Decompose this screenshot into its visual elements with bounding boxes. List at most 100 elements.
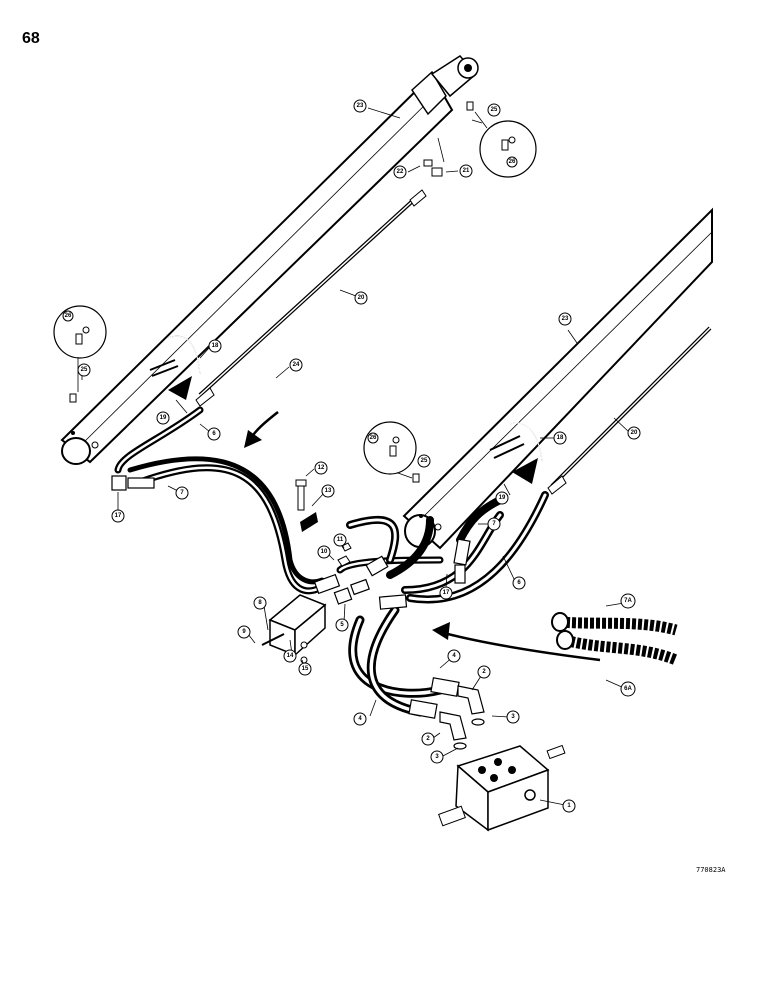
callout-3: 3: [506, 710, 520, 724]
callout-18: 18: [553, 431, 567, 445]
svg-text:9: 9: [242, 629, 246, 635]
lower-cylinder: [402, 207, 713, 550]
figure-reference-code: 770823A: [696, 866, 726, 874]
svg-text:26: 26: [65, 313, 72, 319]
manifold-block: [261, 594, 327, 664]
svg-text:18: 18: [212, 343, 219, 349]
svg-text:13: 13: [325, 488, 332, 494]
svg-text:8: 8: [258, 600, 262, 606]
arrow-6a: [439, 630, 601, 662]
svg-text:18: 18: [557, 435, 564, 441]
callout-4: 4: [353, 712, 367, 726]
svg-text:19: 19: [160, 415, 167, 421]
svg-text:19: 19: [499, 495, 506, 501]
svg-text:7A: 7A: [624, 598, 632, 604]
svg-text:6: 6: [212, 431, 216, 437]
lower-clip: [512, 458, 538, 484]
callout-2: 2: [477, 665, 491, 679]
svg-text:2: 2: [482, 669, 486, 675]
svg-text:17: 17: [443, 590, 450, 596]
svg-text:1: 1: [567, 803, 571, 809]
callout-19: 19: [495, 491, 509, 505]
callout-13: 13: [321, 484, 335, 498]
callout-4: 4: [447, 649, 461, 663]
svg-text:7: 7: [180, 490, 184, 496]
callout-5: 5: [335, 618, 349, 632]
callout-7: 7: [487, 517, 501, 531]
svg-text:20: 20: [631, 430, 638, 436]
callout-12: 12: [314, 461, 328, 475]
svg-text:25: 25: [421, 458, 428, 464]
svg-text:4: 4: [452, 653, 456, 659]
svg-text:24: 24: [293, 362, 300, 368]
svg-text:25: 25: [81, 367, 88, 373]
svg-text:23: 23: [562, 316, 569, 322]
callout-24: 24: [289, 358, 303, 372]
valve-fittings: [408, 677, 485, 750]
callout-7a: 7A: [620, 593, 636, 609]
callout-23: 23: [558, 312, 572, 326]
svg-text:5: 5: [340, 622, 344, 628]
svg-text:17: 17: [115, 513, 122, 519]
callout-17: 17: [111, 509, 125, 523]
callout-6: 6: [512, 576, 526, 590]
upper-tube-assembly: [195, 189, 427, 407]
svg-text:6: 6: [517, 580, 521, 586]
callout-11: 11: [333, 533, 347, 547]
callout-9: 9: [237, 625, 251, 639]
svg-text:22: 22: [397, 169, 404, 175]
lower-tube-assembly: [547, 326, 712, 495]
callout-8: 8: [253, 596, 267, 610]
callout-21: 21: [459, 164, 473, 178]
clamp: [300, 512, 318, 532]
callout-10: 10: [317, 545, 331, 559]
control-valve: [438, 744, 566, 832]
svg-text:15: 15: [302, 666, 309, 672]
svg-text:11: 11: [337, 537, 344, 543]
svg-text:23: 23: [357, 103, 364, 109]
page-number: 68: [22, 30, 40, 47]
svg-text:20: 20: [358, 295, 365, 301]
callout-20: 20: [354, 291, 368, 305]
callout-25: 25: [417, 454, 431, 468]
hoses: [114, 406, 549, 717]
svg-text:6A: 6A: [624, 686, 632, 692]
upper-cylinder: [60, 55, 479, 465]
bolt: [297, 483, 305, 511]
svg-text:14: 14: [287, 653, 294, 659]
callout-22: 22: [393, 165, 407, 179]
callout-15: 15: [298, 662, 312, 676]
callout-26: 26: [62, 310, 74, 322]
callout-14: 14: [283, 649, 297, 663]
callout-19: 19: [156, 411, 170, 425]
callout-7: 7: [175, 486, 189, 500]
tee-fittings: [111, 475, 471, 610]
svg-text:3: 3: [511, 714, 515, 720]
svg-text:25: 25: [491, 107, 498, 113]
svg-text:3: 3: [435, 754, 439, 760]
callout-26: 26: [367, 432, 379, 444]
callout-18: 18: [208, 339, 222, 353]
svg-text:26: 26: [370, 435, 377, 441]
nut: [337, 555, 351, 567]
callout-25: 25: [77, 363, 91, 377]
callout-3: 3: [430, 750, 444, 764]
svg-text:7: 7: [492, 521, 496, 527]
svg-text:26: 26: [509, 159, 516, 165]
svg-text:10: 10: [321, 549, 328, 555]
callout-2: 2: [421, 732, 435, 746]
spiral-hose-guards: [551, 612, 679, 666]
detail-circle: [53, 305, 107, 359]
callout-6: 6: [207, 427, 221, 441]
svg-text:2: 2: [426, 736, 430, 742]
callout-17: 17: [439, 586, 453, 600]
callout-23: 23: [353, 99, 367, 113]
svg-text:21: 21: [463, 168, 470, 174]
callout-1: 1: [562, 799, 576, 813]
callout-26: 26: [506, 156, 518, 168]
callout-6a: 6A: [620, 681, 636, 697]
svg-text:12: 12: [318, 465, 325, 471]
callout-25: 25: [487, 103, 501, 117]
grease-fittings: [69, 101, 474, 483]
